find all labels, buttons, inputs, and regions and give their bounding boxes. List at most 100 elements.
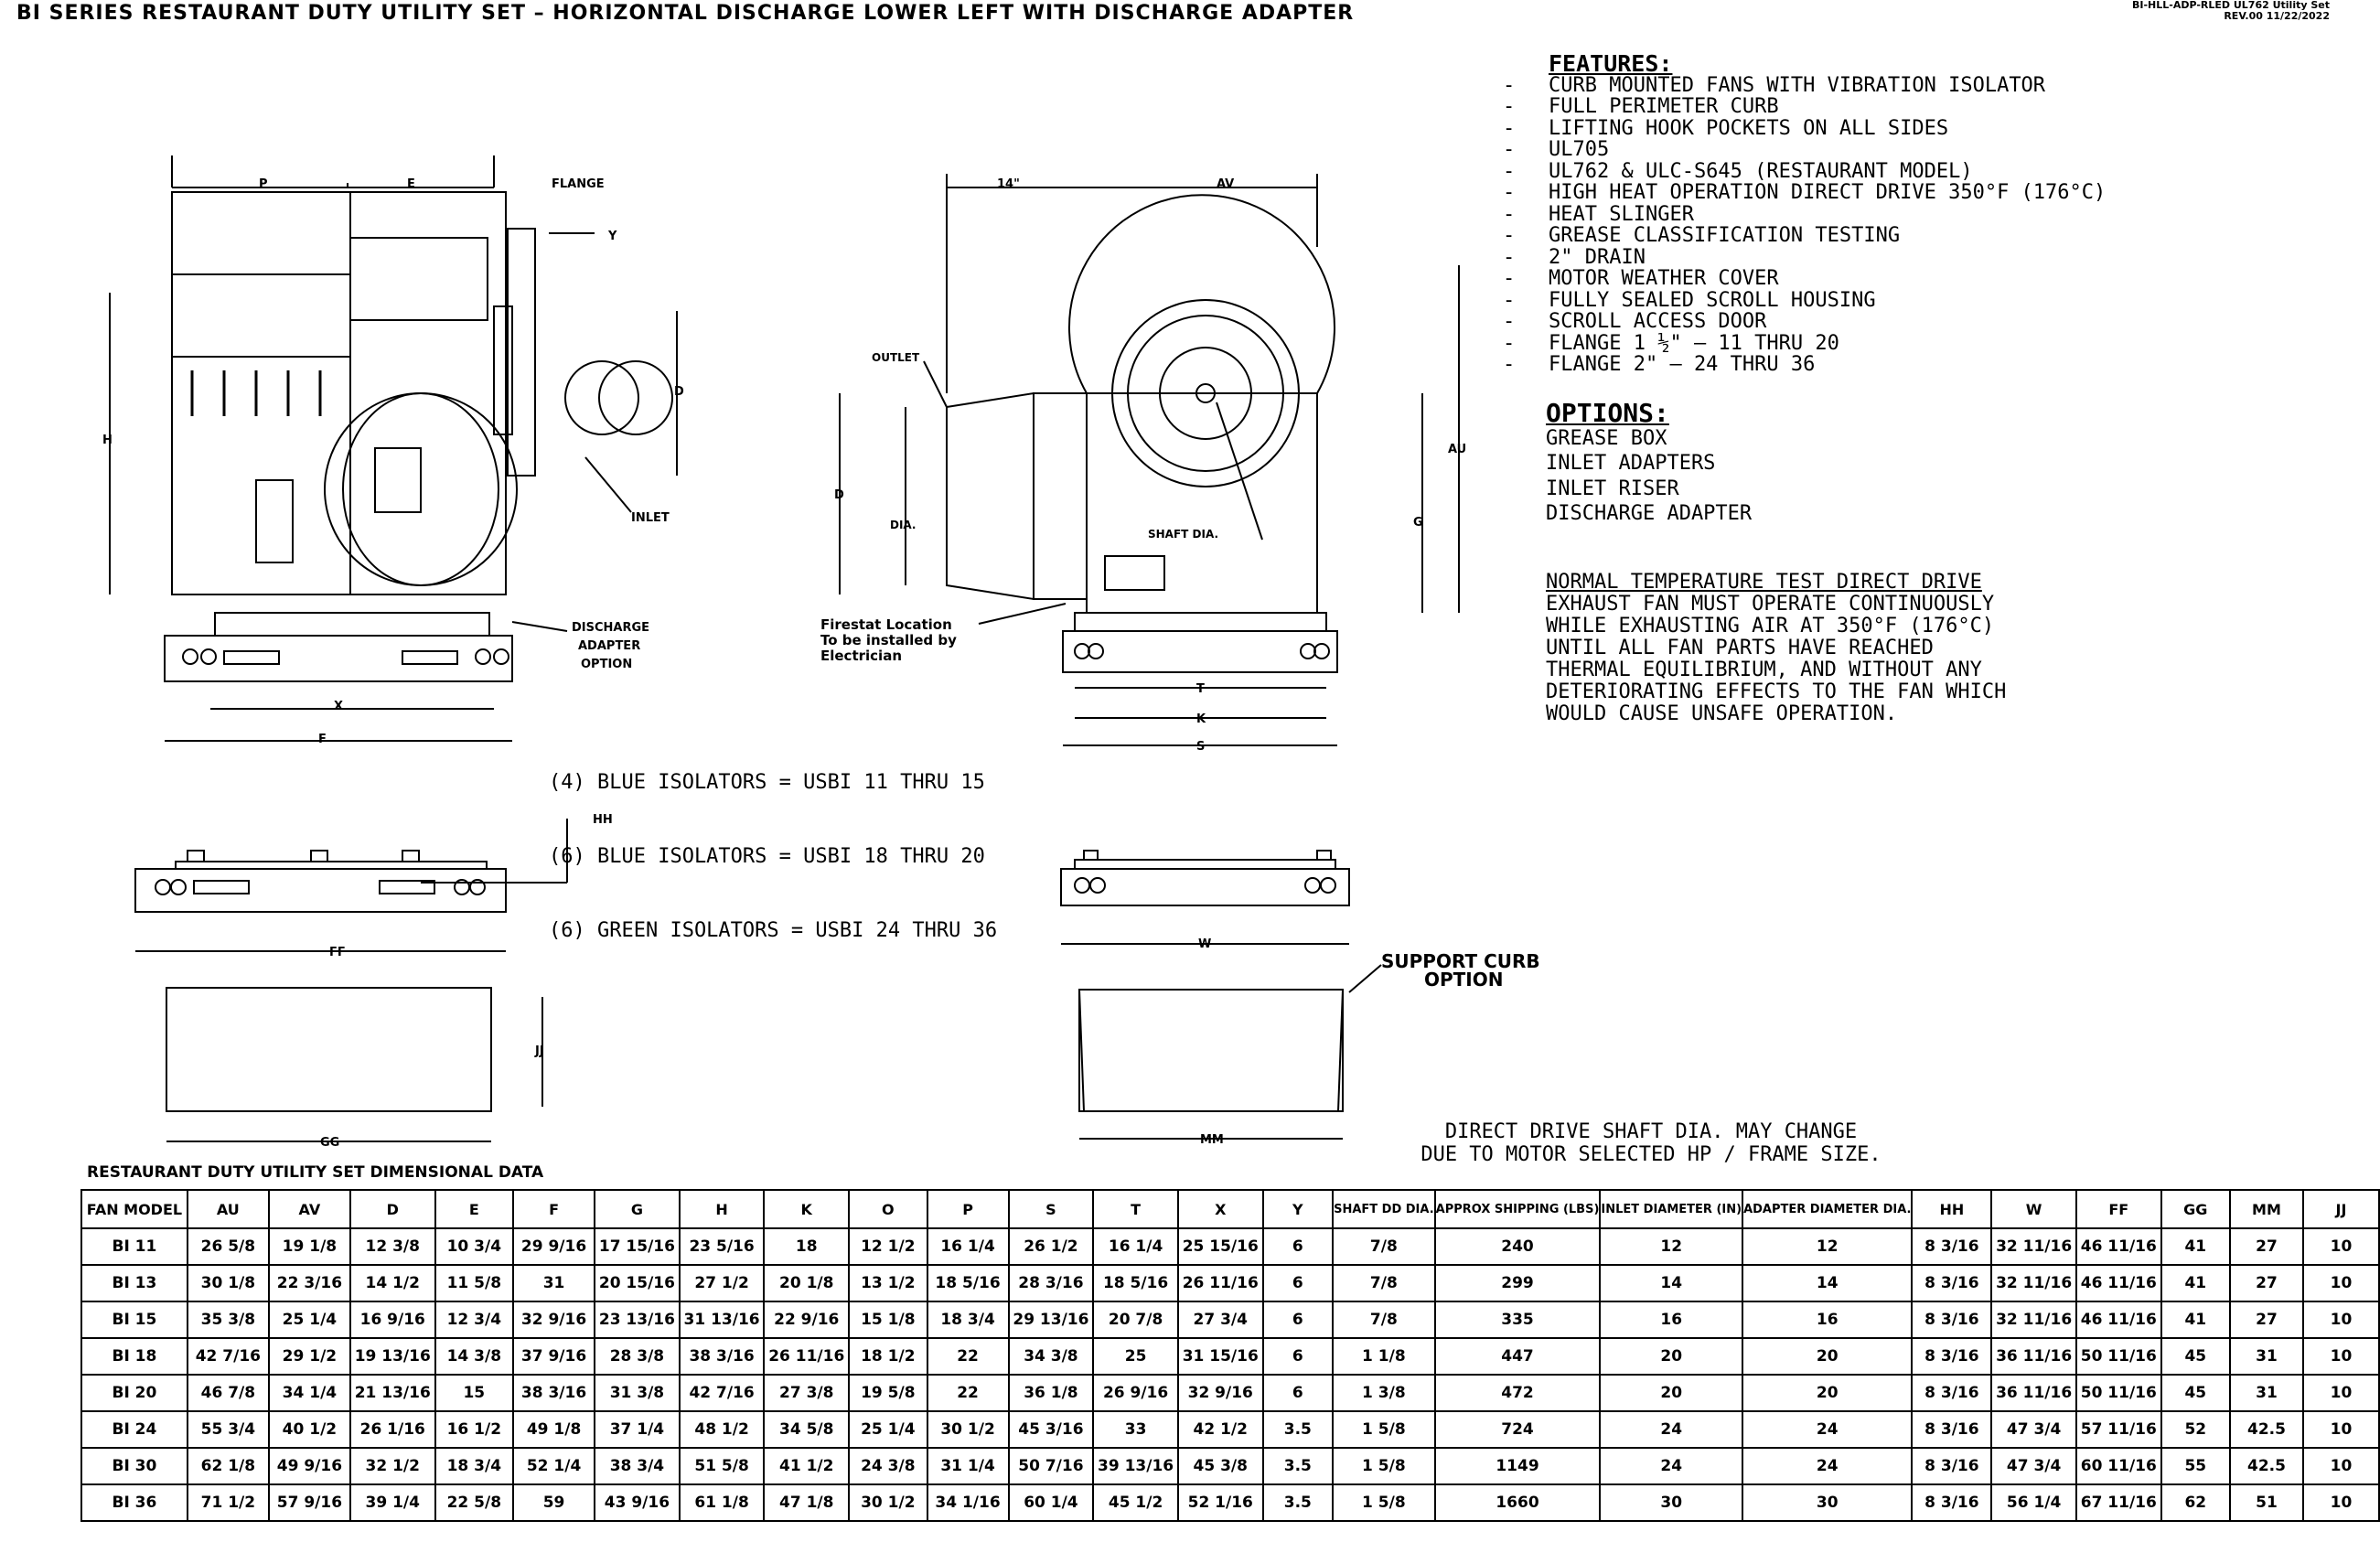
table-cell: 1 5/8 [1332, 1447, 1436, 1485]
table-cell: 22 [926, 1337, 1010, 1376]
feature-item: -FULLY SEALED SCROLL HOUSING [1503, 289, 2235, 312]
feature-text: GREASE CLASSIFICATION TESTING [1549, 224, 1901, 247]
table-cell: 14 [1742, 1264, 1914, 1302]
table-cell: 71 1/2 [186, 1483, 270, 1522]
table-cell: 16 9/16 [348, 1301, 436, 1339]
fan-model-cell: BI 24 [80, 1410, 188, 1449]
table-cell: 25 [1092, 1337, 1179, 1376]
table-cell: 240 [1433, 1227, 1602, 1266]
table-cell: 57 9/16 [267, 1483, 351, 1522]
table-cell: 10 [2302, 1227, 2380, 1266]
table-cell: 1 1/8 [1332, 1337, 1436, 1376]
table-cell: 12 3/4 [434, 1301, 515, 1339]
table-cell: 24 [1599, 1410, 1744, 1449]
normal-test-line: WHILE EXHAUSTING AIR AT 350°F (176°C) [1546, 615, 1995, 637]
column-header: D [348, 1189, 436, 1229]
table-cell: 38 3/4 [594, 1447, 681, 1485]
column-header: MM [2228, 1189, 2305, 1229]
feature-item: -FULL PERIMETER CURB [1503, 96, 2235, 118]
table-cell: 36 1/8 [1007, 1374, 1095, 1412]
dim-label-hh: HH [593, 813, 613, 827]
table-cell: 20 15/16 [594, 1264, 681, 1302]
support-curb-label: SUPPORT CURB [1381, 950, 1540, 972]
column-header: W [1990, 1189, 2077, 1229]
table-cell: 18 5/16 [1092, 1264, 1179, 1302]
table-cell: 51 [2228, 1483, 2305, 1522]
table-cell: 12 3/8 [348, 1227, 436, 1266]
table-cell: 10 [2302, 1374, 2380, 1412]
table-cell: 18 3/4 [434, 1447, 515, 1485]
dim-label-d: D [674, 385, 684, 399]
table-cell: 16 1/4 [1092, 1227, 1179, 1266]
table-cell: 26 9/16 [1092, 1374, 1179, 1412]
fan-model-cell: BI 18 [80, 1337, 188, 1376]
table-cell: 37 1/4 [594, 1410, 681, 1449]
fan-model-cell: BI 36 [80, 1483, 188, 1522]
dim-label-au: AU [1448, 443, 1466, 456]
table-cell: 1 5/8 [1332, 1483, 1436, 1522]
dim-label-gg: GG [320, 1136, 339, 1150]
normal-test-line: THERMAL EQUILIBRIUM, AND WITHOUT ANY [1546, 659, 1982, 681]
table-cell: 8 3/16 [1911, 1264, 1993, 1302]
table-cell: 14 3/8 [434, 1337, 515, 1376]
feature-text: SCROLL ACCESS DOOR [1549, 310, 1767, 333]
firestat-note: To be installed by [820, 632, 957, 648]
table-cell: 26 5/8 [186, 1227, 270, 1266]
bullet-dash: - [1503, 331, 1516, 355]
table-cell: 47 3/4 [1990, 1447, 2077, 1485]
table-cell: 8 3/16 [1911, 1337, 1993, 1376]
table-cell: 6 [1261, 1227, 1335, 1266]
table-cell: 22 5/8 [434, 1483, 515, 1522]
table-cell: 40 1/2 [267, 1410, 351, 1449]
table-cell: 49 1/8 [512, 1410, 596, 1449]
feature-text: FLANGE 2" – 24 THRU 36 [1549, 353, 1816, 376]
isolator-note: (6) GREEN ISOLATORS = USBI 24 THRU 36 [549, 919, 998, 942]
column-header: F [512, 1189, 596, 1229]
feature-text: HEAT SLINGER [1549, 202, 1694, 226]
column-header: HH [1911, 1189, 1993, 1229]
feature-item: -MOTOR WEATHER COVER [1503, 268, 2235, 290]
column-header: K [763, 1189, 851, 1229]
feature-item: -UL762 & ULC-S645 (RESTAURANT MODEL) [1503, 160, 2235, 183]
option-item: GREASE BOX [1546, 426, 1667, 450]
table-cell: 31 [512, 1264, 596, 1302]
table-cell: 6 [1261, 1301, 1335, 1339]
fan-model-cell: BI 11 [80, 1227, 188, 1266]
dim-label-s: S [1196, 740, 1205, 754]
table-cell: 45 [2160, 1374, 2231, 1412]
table-cell: 27 1/2 [678, 1264, 766, 1302]
table-cell: 18 3/4 [926, 1301, 1010, 1339]
table-cell: 45 3/8 [1176, 1447, 1264, 1485]
table-cell: 41 1/2 [763, 1447, 851, 1485]
feature-item: -HEAT SLINGER [1503, 202, 2235, 226]
dim-label-t: T [1196, 682, 1205, 696]
normal-test-line: DETERIORATING EFFECTS TO THE FAN WHICH [1546, 680, 2007, 703]
table-cell: 6 [1261, 1337, 1335, 1376]
table-cell: 26 1/2 [1007, 1227, 1095, 1266]
column-header: X [1176, 1189, 1264, 1229]
features-heading: FEATURES: [1549, 50, 1673, 77]
bullet-dash: - [1503, 224, 1516, 247]
table-cell: 6 [1261, 1374, 1335, 1412]
table-cell: 10 [2302, 1483, 2380, 1522]
normal-test-line: WOULD CAUSE UNSAFE OPERATION. [1546, 702, 1898, 725]
feature-text: HIGH HEAT OPERATION DIRECT DRIVE 350°F (… [1549, 181, 2107, 204]
table-cell: 62 [2160, 1483, 2231, 1522]
table-cell: 61 1/8 [678, 1483, 766, 1522]
curb-side-view-drawing [134, 819, 568, 1142]
normal-test-heading: NORMAL TEMPERATURE TEST DIRECT DRIVE [1546, 571, 1982, 594]
dim-label-e: E [407, 177, 415, 191]
dim-label-dia: DIA. [890, 519, 917, 531]
table-cell: 26 1/16 [348, 1410, 436, 1449]
table-cell: 8 3/16 [1911, 1374, 1993, 1412]
feature-text: FULL PERIMETER CURB [1549, 95, 1779, 118]
table-cell: 10 [2302, 1410, 2380, 1449]
table-cell: 25 15/16 [1176, 1227, 1264, 1266]
table-cell: 39 1/4 [348, 1483, 436, 1522]
dim-label-ff: FF [329, 946, 346, 959]
table-cell: 29 13/16 [1007, 1301, 1095, 1339]
table-cell: 56 1/4 [1990, 1483, 2077, 1522]
